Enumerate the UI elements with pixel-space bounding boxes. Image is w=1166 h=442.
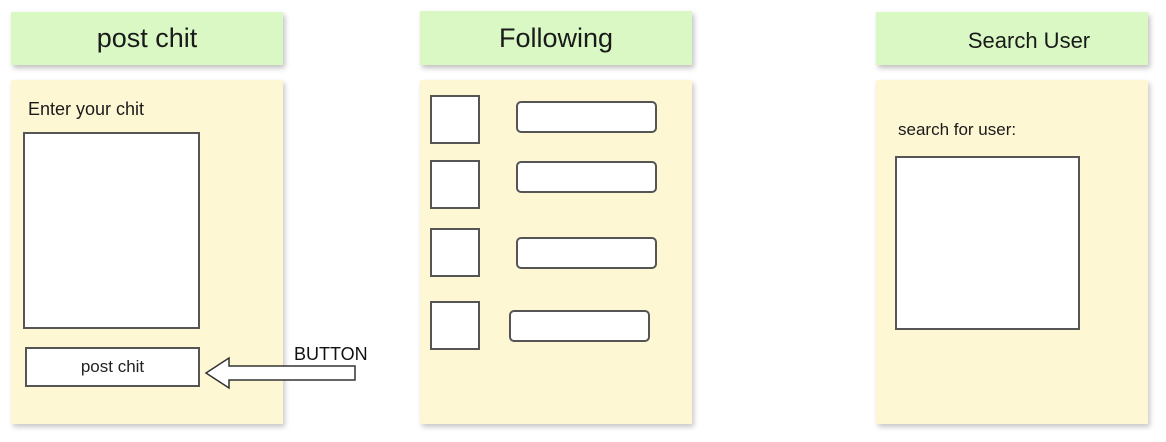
post-chit-header: post chit [11, 12, 283, 65]
user-name-placeholder [516, 161, 657, 193]
following-panel [420, 80, 692, 424]
search-user-input[interactable] [895, 156, 1080, 330]
annotation-arrow [204, 356, 356, 390]
search-user-header: Search User [876, 12, 1148, 65]
chit-prompt-label: Enter your chit [28, 99, 145, 119]
user-name-placeholder [516, 101, 657, 133]
post-chit-button-label: post chit [80, 357, 145, 376]
chit-textarea[interactable] [23, 132, 200, 329]
button-annotation-label: BUTTON [294, 344, 368, 364]
post-chit-header-label: post chit [96, 23, 198, 53]
following-header-label: Following [498, 22, 614, 53]
user-name-placeholder [509, 310, 650, 342]
post-chit-panel: Enter your chit post chit [11, 80, 283, 424]
search-prompt-label: search for user: [898, 120, 1017, 139]
user-avatar-placeholder [430, 301, 480, 350]
search-user-panel: search for user: [876, 80, 1148, 424]
user-avatar-placeholder [430, 95, 480, 144]
user-name-placeholder [516, 237, 657, 269]
post-chit-button[interactable]: post chit [25, 347, 200, 387]
user-avatar-placeholder [430, 160, 480, 209]
search-user-header-label: Search User [967, 27, 1091, 53]
user-avatar-placeholder [430, 228, 480, 277]
following-header: Following [420, 11, 692, 65]
